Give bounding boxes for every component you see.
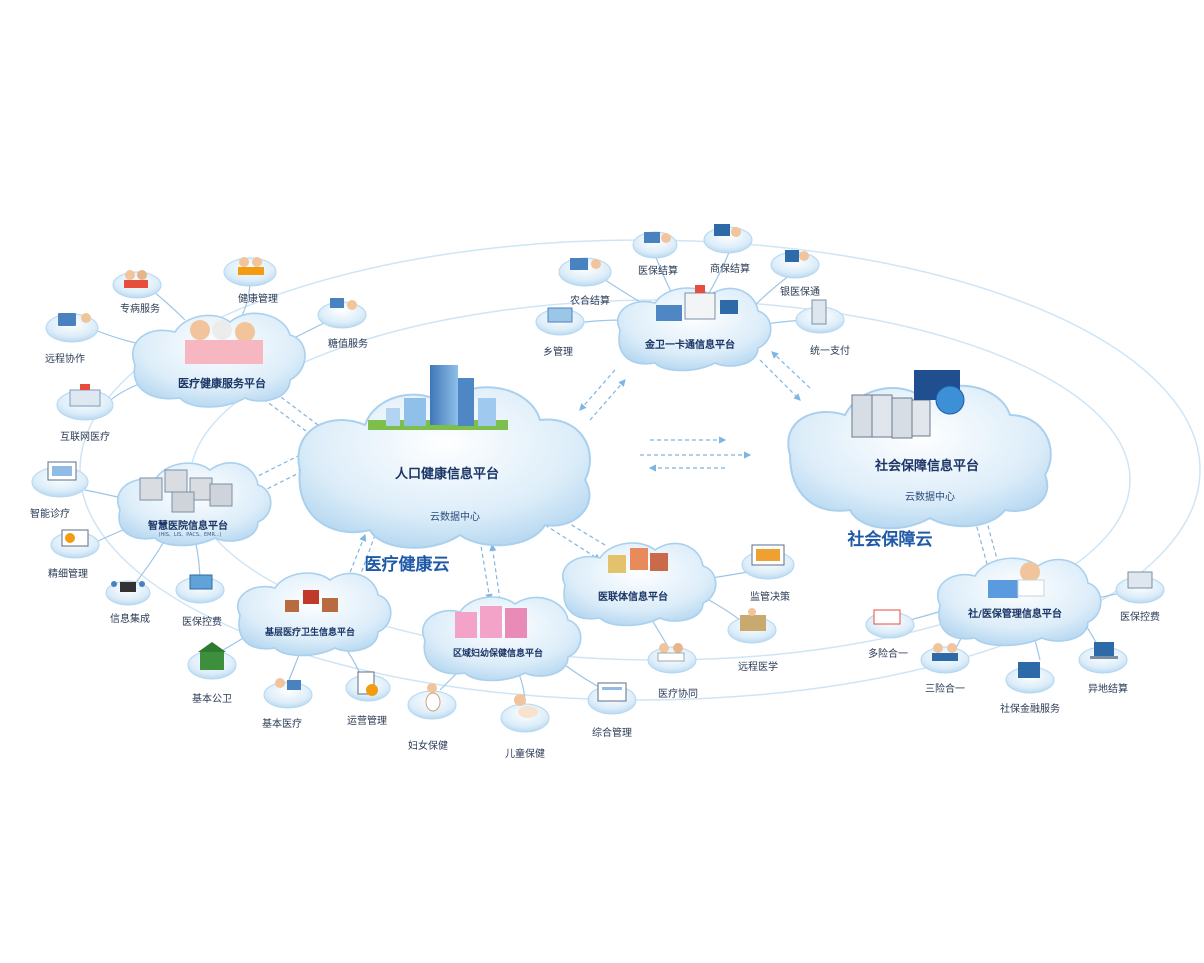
node-supervision: 监管决策 xyxy=(750,592,790,603)
cloud-insurance xyxy=(937,557,1102,647)
finance-monitor-icon xyxy=(1018,662,1040,678)
node-remote-collab: 远程协作 xyxy=(45,354,85,365)
central-platform-title: 人口健康信息平台 xyxy=(394,467,500,482)
servers-icon xyxy=(139,469,233,513)
bank-icon xyxy=(785,250,809,262)
supervision-screen-icon xyxy=(751,544,785,566)
doctors-icon xyxy=(124,270,148,288)
terminal-icon xyxy=(547,307,573,323)
node-social-finance: 社保金融服务 xyxy=(1000,704,1060,715)
node-fine-mgmt: 精细管理 xyxy=(48,569,88,580)
node-unified-pay: 统一支付 xyxy=(810,346,850,357)
people-group-icon xyxy=(932,643,958,661)
medical-cloud-name: 医疗健康云 xyxy=(364,555,450,575)
node-comprehensive: 综合管理 xyxy=(592,728,632,739)
monitor-person-icon xyxy=(58,313,91,326)
pink-buildings-icon xyxy=(455,606,527,638)
social-platform-subtitle: 云数据中心 xyxy=(905,492,955,503)
node-insurance-fee: 医保控费 xyxy=(1120,612,1160,623)
dashboard-monitor-icon xyxy=(597,682,627,702)
doctor-patient-icon xyxy=(275,678,301,690)
nurse-card-icon xyxy=(988,562,1045,598)
node-operation: 运营管理 xyxy=(347,716,387,727)
server-globe-icon xyxy=(851,370,965,439)
node-internet-medical: 互联网医疗 xyxy=(60,432,110,443)
hospital-card-icon xyxy=(656,285,738,321)
insurance-card-icon xyxy=(873,609,901,625)
cloud-grassroots xyxy=(237,572,392,657)
clerk-icon xyxy=(644,232,671,243)
network-icon xyxy=(111,581,145,592)
node-basic-medical: 基本医疗 xyxy=(262,719,302,730)
node-multi-one: 多险合一 xyxy=(868,649,908,660)
remote-consult-icon xyxy=(740,608,766,631)
monitor-chart-icon xyxy=(47,461,77,481)
node-com-settle: 商保结算 xyxy=(710,264,750,275)
node-specialty: 专病服务 xyxy=(120,304,160,315)
community-clinic-icon xyxy=(198,642,226,670)
node-basic-public: 基本公卫 xyxy=(192,694,232,705)
card-platform-label: 金卫一卡通信息平台 xyxy=(645,340,735,351)
business-icon xyxy=(714,224,741,237)
elderly-doctors-icon xyxy=(185,320,263,364)
node-three-one: 三险合一 xyxy=(925,684,965,695)
village-houses-icon xyxy=(285,590,338,612)
printer-icon xyxy=(1127,571,1153,589)
node-insurance-ctrl: 医保控费 xyxy=(182,617,222,628)
smart-hospital-platform-subtitle: (HIS、LIS、PACS、EMR...) xyxy=(158,532,222,538)
node-smart-diag: 智能诊疗 xyxy=(30,509,70,520)
family-icon xyxy=(238,257,264,275)
tablet-icon xyxy=(189,574,213,590)
node-medical-collab: 医疗协同 xyxy=(658,689,698,700)
node-remote-medical: 远程医学 xyxy=(738,662,778,673)
tablet-chart-icon xyxy=(357,671,378,696)
node-med-settle: 医保结算 xyxy=(638,266,678,277)
doctor-computer-icon xyxy=(330,298,357,310)
node-remote-settle: 异地结算 xyxy=(1088,684,1128,695)
node-women: 妇女保健 xyxy=(408,741,448,752)
grassroots-platform-label: 基层医疗卫生信息平台 xyxy=(264,628,356,638)
node-health-mgmt: 健康管理 xyxy=(238,294,278,305)
baby-icon xyxy=(514,694,538,718)
social-cloud-name: 社会保障云 xyxy=(847,530,933,550)
town-buildings-icon xyxy=(608,548,668,573)
chart-screen-icon xyxy=(61,529,89,547)
node-nc-settle: 农合结算 xyxy=(570,296,610,307)
node-icons xyxy=(47,224,1153,718)
atm-icon xyxy=(811,299,827,325)
city-buildings-icon xyxy=(368,365,508,430)
cloud-consortium xyxy=(562,542,717,627)
insurance-platform-label: 社/医保管理信息平台 xyxy=(968,609,1062,620)
node-sugar: 糖值服务 xyxy=(328,339,368,350)
consortium-platform-label: 医联体信息平台 xyxy=(598,592,668,603)
patient-monitor-icon xyxy=(570,258,601,270)
social-platform-title: 社会保障信息平台 xyxy=(874,459,980,474)
node-child: 儿童保健 xyxy=(505,749,545,760)
node-township: 乡管理 xyxy=(543,347,573,358)
laptop-icon xyxy=(1090,642,1118,659)
medical-team-icon xyxy=(657,643,685,662)
maternal-platform-label: 区域妇幼保健信息平台 xyxy=(452,649,544,659)
node-bank-med: 银医保通 xyxy=(780,287,820,298)
medical-service-platform-label: 医疗健康服务平台 xyxy=(178,377,266,390)
central-platform-subtitle: 云数据中心 xyxy=(430,512,480,523)
smart-hospital-platform-label: 智慧医院信息平台 xyxy=(148,521,228,532)
pregnant-woman-icon xyxy=(425,683,441,712)
node-info-integ: 信息集成 xyxy=(110,614,150,625)
hospital-icon xyxy=(69,384,101,407)
